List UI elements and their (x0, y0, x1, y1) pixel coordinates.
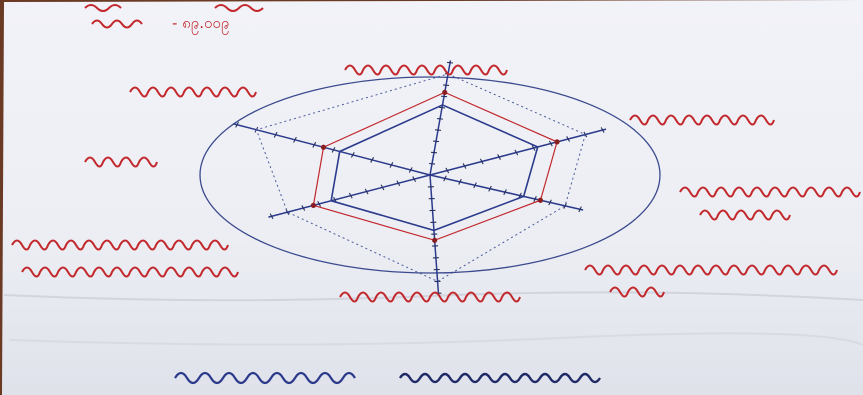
spoke-tick (566, 136, 570, 142)
spoke-ticks (235, 61, 605, 294)
dotted-helper-lines (255, 73, 586, 283)
spoke-tick (428, 162, 436, 165)
spoke-tick (548, 140, 553, 147)
handwritten-scribble (214, 4, 264, 12)
radar-spokes (233, 60, 607, 296)
spoke-tick (408, 167, 413, 173)
value-vertex (432, 237, 438, 243)
spoke-tick (273, 131, 278, 138)
spoke-tick (447, 61, 454, 64)
spoke-tick (285, 209, 290, 216)
spoke-tick (434, 129, 442, 131)
spoke-tick (389, 162, 394, 168)
spoke-tick (473, 182, 477, 189)
handwritten-label (609, 286, 665, 298)
value-vertex (442, 89, 448, 95)
outer-circle (199, 76, 661, 274)
spoke-tick (440, 95, 448, 98)
value-vertex (320, 144, 327, 150)
spoke-tick (488, 185, 492, 192)
spoke-tick (533, 196, 537, 202)
handwritten-label (21, 266, 239, 278)
handwritten-scribble (174, 371, 356, 385)
polygon-vertices (310, 89, 560, 243)
handwritten-label (584, 264, 838, 276)
radar-spoke (268, 174, 431, 218)
top-note-text: - ၈၉.၀၀၉ (172, 14, 229, 35)
handwritten-label (11, 239, 229, 251)
spoke-tick (432, 140, 440, 143)
spoke-tick (293, 136, 297, 143)
spoke-tick (348, 192, 353, 199)
spoke-tick (269, 213, 274, 220)
paper-crease (9, 332, 863, 346)
handwritten-label (344, 64, 508, 76)
spoke-tick (370, 157, 375, 163)
handwritten-label (699, 209, 791, 221)
radar-chart-drawing (199, 60, 661, 296)
handwritten-label (629, 114, 775, 126)
spoke-tick (331, 146, 336, 153)
handwritten-label (129, 86, 257, 98)
spoke-tick (514, 149, 519, 156)
spoke-tick (445, 167, 450, 174)
spoke-tick (443, 84, 450, 86)
spoke-tick (301, 205, 306, 211)
spoke-tick (600, 127, 605, 133)
spoke-tick (364, 188, 369, 195)
handwritten-label (84, 156, 158, 168)
value-vertex (554, 139, 560, 145)
value-vertex (537, 197, 544, 203)
spoke-tick (503, 189, 507, 196)
spoke-tick (380, 184, 385, 191)
blue-value-polygon (330, 104, 539, 232)
axis-labels (11, 64, 861, 303)
radar-spoke (429, 174, 584, 211)
spoke-tick (531, 145, 536, 151)
spoke-tick (548, 199, 552, 206)
handwritten-scribble (84, 4, 122, 12)
handwritten-label (679, 186, 861, 198)
bottom-signature (174, 371, 602, 385)
value-vertex (310, 202, 317, 208)
spoke-tick (479, 158, 484, 165)
spoke-tick (350, 151, 355, 158)
spoke-tick (430, 151, 438, 154)
spoke-tick (436, 118, 444, 120)
radar-spoke (233, 123, 431, 176)
spoke-tick (438, 106, 446, 109)
spoke-tick (497, 154, 501, 160)
radar-spoke (429, 174, 440, 296)
spoke-tick (578, 206, 582, 213)
spoke-tick (412, 176, 417, 183)
dotted-guide (255, 73, 586, 283)
spoke-tick (443, 175, 447, 182)
handwritten-scribble (91, 19, 143, 29)
handwritten-scribble (398, 372, 602, 384)
spoke-tick (462, 163, 467, 169)
spoke-tick (458, 178, 462, 185)
handwritten-label (339, 291, 521, 303)
spoke-tick (317, 200, 322, 207)
spoke-tick (396, 180, 401, 187)
spoke-tick (312, 141, 317, 148)
spoke-tick (235, 121, 239, 128)
radar-spoke (429, 128, 607, 176)
radar-spoke (429, 60, 452, 176)
spoke-tick (563, 202, 567, 209)
top-left-handwriting: - ၈၉.၀၀၉ (84, 4, 264, 35)
